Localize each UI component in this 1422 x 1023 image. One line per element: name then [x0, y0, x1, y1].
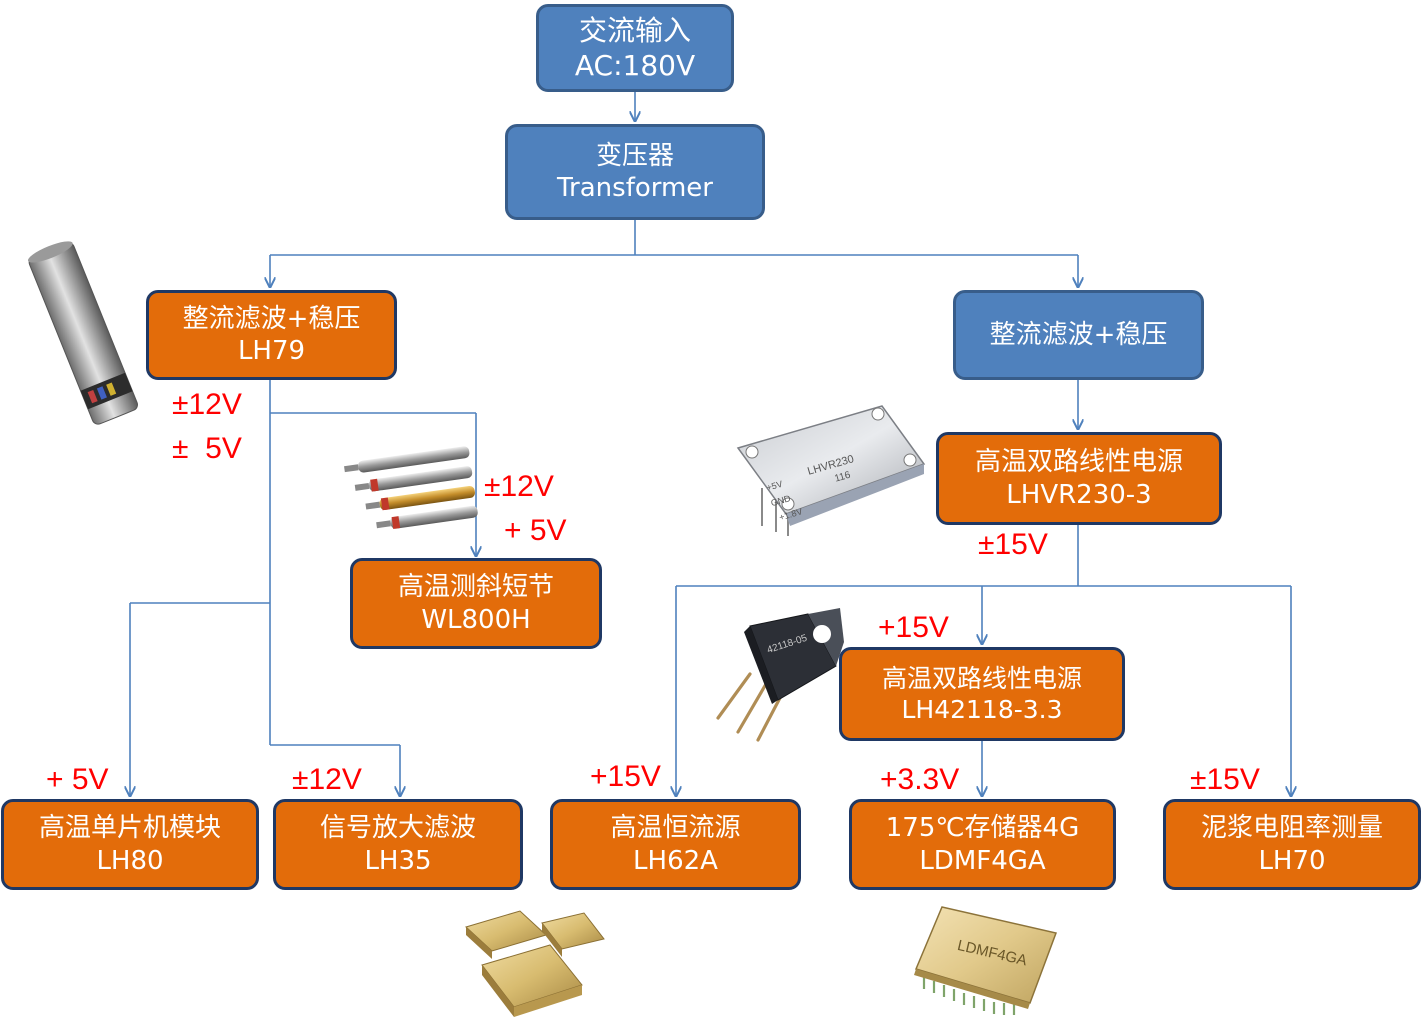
hvr-serial-label: 116	[833, 470, 852, 485]
hvr230-box: 高温双路线性电源 LHVR230-3	[936, 432, 1222, 525]
rectifier-right-title: 整流滤波+稳压	[989, 319, 1168, 350]
rectifier-lh79-box: 整流滤波+稳压 LH79	[146, 290, 397, 380]
lh62a-title: 高温恒流源	[610, 813, 741, 843]
lh80-title: 高温单片机模块	[38, 813, 221, 843]
incline-model: WL800H	[421, 604, 531, 635]
to-package-photo: 42118-05	[716, 608, 844, 742]
hvr230-module-photo: +5V GND +1.8V LHVR230 116	[736, 405, 926, 536]
voltage-label-lh35-pm12: ±12V	[292, 763, 362, 796]
voltage-label-lh80-p5: + 5V	[46, 763, 109, 796]
lh42118-box: 高温双路线性电源 LH42118-3.3	[839, 647, 1125, 741]
incline-sub-box: 高温测斜短节 WL800H	[350, 558, 602, 649]
transformer-box: 变压器 Transformer	[505, 124, 765, 220]
transformer-subtitle: Transformer	[556, 173, 713, 203]
voltage-label-lh79-pm5: ± 5V	[172, 432, 242, 465]
ldmf4ga-box: 175℃存储器4G LDMF4GA	[849, 799, 1116, 890]
lh35-box: 信号放大滤波 LH35	[273, 799, 523, 890]
connector-hvr-split	[676, 525, 1291, 587]
ldmf4ga-model: LDMF4GA	[919, 845, 1046, 876]
voltage-label-incline-p5: + 5V	[504, 514, 567, 547]
incline-rods-photo	[344, 446, 478, 529]
rectifier-lh79-model: LH79	[237, 336, 306, 366]
lh70-model: LH70	[1258, 845, 1326, 876]
voltage-label-lh70-pm15: ±15V	[1190, 763, 1260, 796]
voltage-label-incline-pm12: ±12V	[484, 470, 554, 503]
ldmf4ga-chip-photo: LDMF4GA	[914, 906, 1058, 1015]
voltage-label-lh42118-p15: +15V	[878, 611, 949, 644]
lh80-model: LH80	[96, 845, 164, 876]
ac-input-box: 交流输入 AC:180V	[536, 4, 734, 92]
lh42118-model: LH42118-3.3	[901, 695, 1063, 724]
rectifier-right-box: 整流滤波+稳压	[953, 290, 1204, 380]
ac-input-title: 交流输入	[578, 14, 691, 47]
rectifier-lh79-title: 整流滤波+稳压	[182, 303, 361, 334]
lh62a-model: LH62A	[633, 845, 718, 876]
ac-input-value: AC:180V	[574, 49, 696, 82]
transformer-title: 变压器	[595, 140, 674, 171]
ldmf4ga-title: 175℃存储器4G	[885, 813, 1080, 843]
voltage-label-lh62a-p15: +15V	[590, 760, 661, 793]
lh42118-title: 高温双路线性电源	[881, 663, 1082, 693]
voltage-label-ldmf-p33: +3.3V	[880, 763, 960, 796]
lh35-title: 信号放大滤波	[319, 813, 476, 843]
lh70-title: 泥浆电阻率测量	[1200, 813, 1383, 843]
incline-title: 高温测斜短节	[397, 572, 554, 602]
voltage-label-lh79-pm12: ±12V	[172, 388, 242, 421]
hvr-pin-label: +5V	[765, 479, 783, 493]
connector-lh79-trunk	[269, 380, 476, 745]
lh80-box: 高温单片机模块 LH80	[1, 799, 259, 890]
lh70-box: 泥浆电阻率测量 LH70	[1163, 799, 1421, 890]
voltage-label-hvr-pm15: ±15V	[978, 528, 1048, 561]
gold-modules-photo	[465, 910, 605, 1017]
lh62a-box: 高温恒流源 LH62A	[550, 799, 801, 890]
lh35-model: LH35	[364, 845, 432, 876]
tool-cylinder-photo	[27, 241, 138, 425]
connector-transformer-split	[270, 220, 1078, 256]
hvr230-model: LHVR230-3	[1006, 479, 1152, 510]
hvr230-title: 高温双路线性电源	[974, 447, 1183, 477]
